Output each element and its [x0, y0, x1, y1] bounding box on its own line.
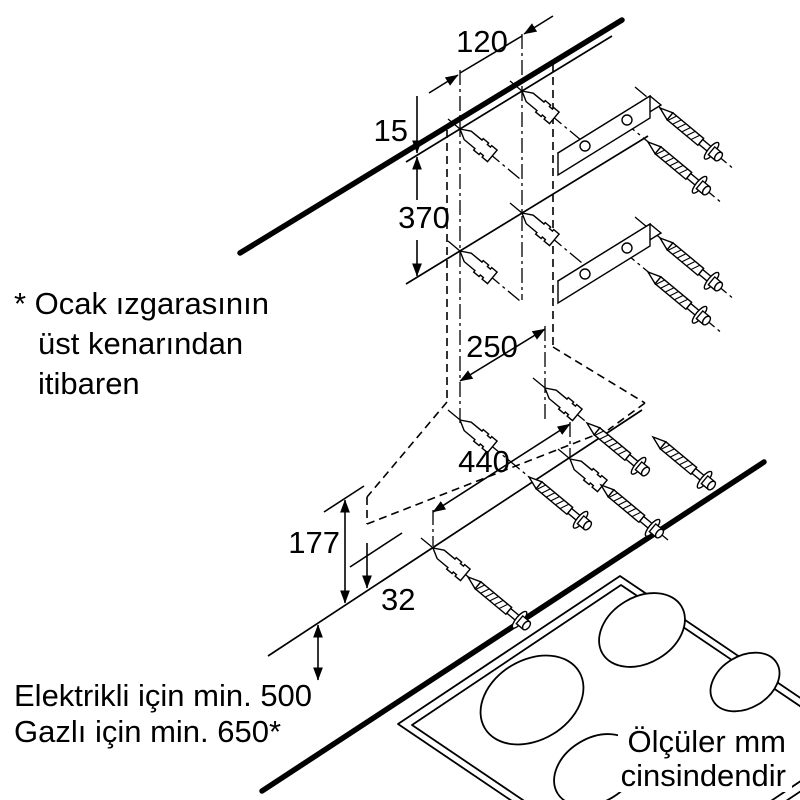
wall-plug	[454, 244, 498, 285]
dim-440: 440	[458, 444, 510, 479]
burner-back-center	[598, 592, 686, 668]
drill-row-1	[405, 35, 613, 163]
dim-32: 32	[381, 582, 415, 617]
mounting-screw	[645, 428, 722, 497]
burner-front-left	[479, 654, 585, 746]
gas-min-note: Gazlı için min. 650*	[14, 714, 281, 749]
mounting-screw	[460, 568, 537, 637]
mounting-bracket-bottom	[556, 222, 663, 305]
dim-250: 250	[466, 329, 518, 364]
wall-plug	[427, 541, 471, 582]
wall-plug	[454, 122, 498, 163]
hood-bottom-line	[267, 409, 643, 657]
dim-15: 15	[374, 113, 408, 148]
mounting-screw	[593, 476, 670, 545]
drill-row-2	[405, 135, 649, 285]
labels: 120 15 370 250 440 177 32 * Ocak ızgaras…	[14, 24, 786, 793]
hob-reference-note-line1: * Ocak ızgarasının	[14, 286, 269, 321]
units-text-halo	[618, 726, 792, 792]
units-note-line2: cinsindendir	[621, 758, 786, 793]
electric-min-note: Elektrikli için min. 500	[14, 678, 312, 713]
dim-177: 177	[288, 525, 340, 560]
dim-120: 120	[456, 24, 508, 59]
dimension-lines	[313, 15, 571, 681]
wall-plug	[539, 381, 583, 422]
hob-reference-note-line3: itibaren	[38, 366, 140, 401]
mounting-hardware	[427, 84, 729, 637]
wall-top-edge	[237, 17, 625, 256]
units-note-line1: Ölçüler mm	[628, 724, 786, 759]
dim-370: 370	[398, 200, 450, 235]
mounting-bracket-top	[556, 94, 663, 177]
hood-outline	[366, 64, 646, 525]
hob-drawing	[397, 575, 800, 800]
burner-right	[709, 651, 781, 713]
hob-reference-note-line2: üst kenarından	[38, 326, 243, 361]
